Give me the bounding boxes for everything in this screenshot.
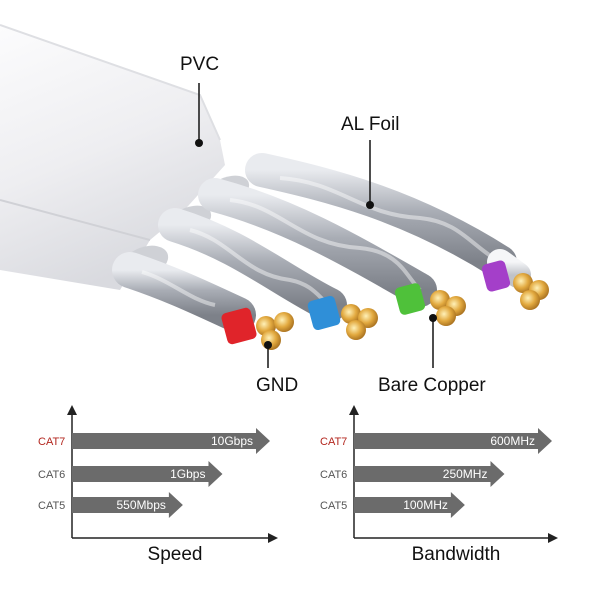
label-pvc: PVC — [180, 54, 219, 75]
category-label: CAT5 — [38, 500, 65, 512]
pair-purple — [245, 153, 549, 310]
value-label: 100MHz — [403, 498, 448, 512]
value-label: 250MHz — [443, 467, 488, 481]
bar-arrow — [354, 428, 552, 454]
copper-core — [341, 304, 361, 324]
bar-arrow — [72, 461, 223, 487]
value-label: 600MHz — [490, 434, 535, 448]
pair-green — [198, 178, 466, 326]
bar-arrow — [354, 492, 465, 518]
label-bare-copper: Bare Copper — [378, 375, 486, 396]
category-label: CAT7 — [38, 436, 65, 448]
label-gnd: GND — [256, 375, 298, 396]
category-label: CAT6 — [320, 469, 347, 481]
value-label: 10Gbps — [211, 434, 253, 448]
copper-core — [274, 312, 294, 332]
x-axis-arrow — [268, 533, 278, 543]
chart-title: Speed — [148, 544, 203, 565]
pair-blue — [158, 208, 378, 340]
y-axis-arrow — [67, 405, 77, 415]
category-label: CAT5 — [320, 500, 347, 512]
copper-core — [346, 320, 366, 340]
y-axis-arrow — [349, 405, 359, 415]
callout-lines — [195, 83, 437, 368]
copper-core — [436, 306, 456, 326]
copper-core — [513, 273, 533, 293]
value-label: 1Gbps — [170, 467, 205, 481]
bar-arrow — [72, 492, 183, 518]
copper-core — [520, 290, 540, 310]
pair-red — [112, 252, 294, 350]
category-label: CAT7 — [320, 436, 347, 448]
label-al-foil: AL Foil — [341, 114, 399, 135]
x-axis-arrow — [548, 533, 558, 543]
value-label: 550Mbps — [117, 498, 166, 512]
copper-core — [430, 290, 450, 310]
bar-arrow — [354, 461, 505, 487]
bar-arrow — [72, 428, 270, 454]
category-label: CAT6 — [38, 469, 65, 481]
chart-title: Bandwidth — [412, 544, 501, 565]
